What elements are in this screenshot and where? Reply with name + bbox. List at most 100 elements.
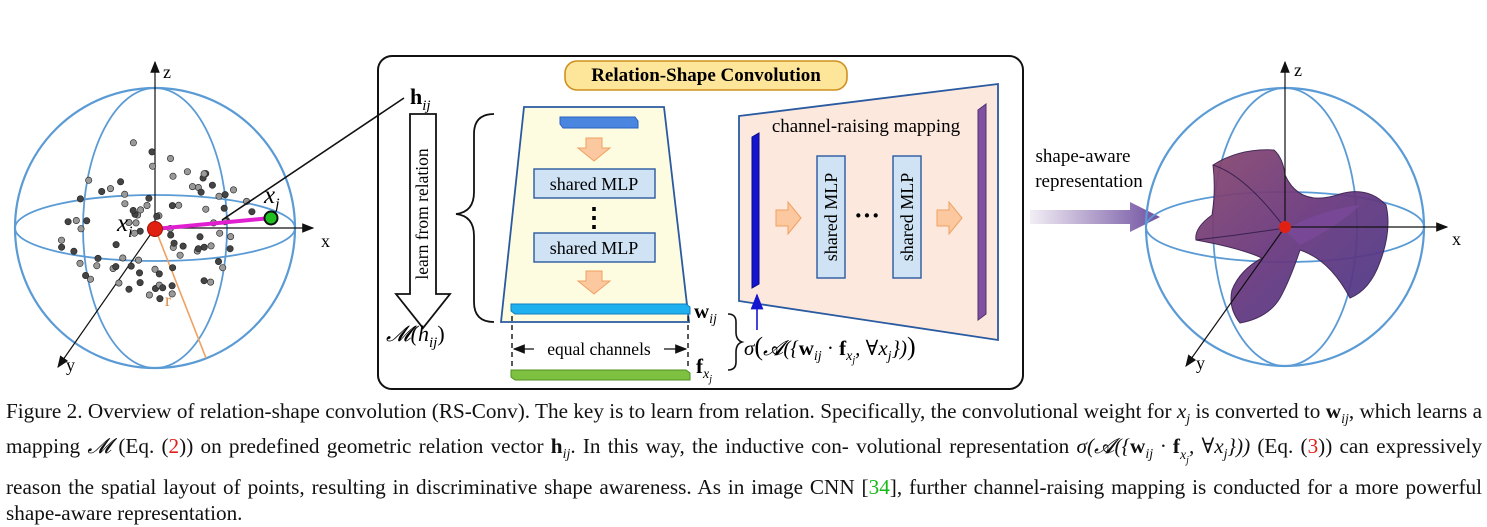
cloud-point [220,204,228,212]
x-axis-label: x [321,231,330,251]
caption-part-4b: ], further channel-raising mapping is co… [6,474,1483,525]
shared-mlp-box-1 [533,168,656,199]
caption-citation[interactable]: 34 [868,474,890,499]
cloud-point [137,206,145,214]
neighbor-edge [154,216,272,231]
cloud-point [175,201,183,209]
shape-aware-arrow [1030,202,1160,232]
shape-surface [1195,149,1389,324]
cloud-point [226,245,234,253]
cloud-point [87,275,95,283]
y-axis [57,227,156,368]
cloud-point [168,202,176,210]
cloud-point [200,170,208,178]
cloud-point [115,279,123,287]
mlp-trapezoid [499,106,691,323]
f-bar [510,369,691,381]
cloud-point [93,262,101,270]
rsconv-panel [377,55,1024,390]
figure-canvas: z x y r xi xj Relation-Shape Convolution… [13,55,1461,390]
cloud-point [132,219,140,227]
cloud-point [94,254,102,262]
cloud-point [98,188,106,196]
radius-line [154,227,207,359]
cloud-point [151,265,159,273]
right-arrow-2 [936,200,963,236]
cloud-point [76,195,84,203]
cloud-point [145,194,153,202]
learn-text: learn from relation [412,148,432,279]
cloud-point [230,186,238,194]
cloud-point [208,181,216,189]
y-axis-right-label: y [1196,353,1205,373]
caption-part-3c: )) can expressively reason the spatial l… [6,434,1483,499]
cloud-point [183,168,191,176]
cloud-point [127,262,135,270]
cloud-point [169,264,177,272]
center-point-label: xi [116,210,133,241]
cloud-point [197,188,205,196]
cloud-point [216,229,224,237]
cloud-point [119,254,127,262]
cloud-point [64,218,72,226]
shape-aware-line2: representation [1035,171,1143,192]
cloud-point [58,243,66,251]
cloud-point [121,200,129,208]
cloud-point [194,245,202,253]
w-bar [510,303,691,315]
cloud-point [207,278,215,286]
cloud-point [159,284,167,292]
caption-part-2c: (Eq. ( [118,434,169,459]
cloud-point [170,239,178,247]
caption-part-4a: shape awareness. As in image CNN [ [544,474,869,499]
cloud-point [155,270,163,278]
cloud-point [135,256,143,264]
cloud-point [107,185,115,193]
cloud-point [125,285,133,293]
z-axis-label: z [163,62,171,82]
cloud-point [156,295,164,303]
cloud-point [215,257,223,265]
cloud-point [125,219,133,227]
cloud-point [200,243,208,251]
caption-part-2d: )) on predefined geometric relation vect… [179,434,544,459]
shared-mlp-vtext-1: shared MLP [821,173,841,262]
down-arrow-1 [576,137,612,162]
figure-caption: Figure 2. Overview of relation-shape con… [6,398,1482,526]
cloud-point [77,225,85,233]
shared-mlp-box-2 [533,232,656,263]
right-arrow-1 [775,200,802,236]
mapping-label: 𝓜(hij) [386,321,445,351]
learn-arrow [394,113,452,330]
caption-wij: wij [1325,399,1349,428]
caption-eq-ref-3[interactable]: 3 [1307,434,1319,459]
top-feature-bar [559,116,639,129]
caption-eq-ref-2[interactable]: 2 [168,434,180,459]
y-axis-label: y [66,355,75,375]
x-axis-right-label: x [1452,229,1461,249]
caption-mapping: 𝓜 [87,434,112,459]
cloud-point [112,241,120,249]
h-label: hij [410,84,431,114]
input-feature-bar [751,132,760,289]
cloud-point [85,176,93,184]
cloud-point [117,178,125,186]
caption-line-1: Figure 2. Overview of relation-shape con… [6,399,1172,423]
z-axis-right-label: z [1294,60,1302,80]
cloud-point [169,172,177,180]
caption-formula: σ(𝓐({wij · fxj, ∀xj})) [1076,434,1251,466]
cloud-point [153,212,161,220]
cloud-point [219,264,227,272]
cloud-point [196,233,204,241]
right-brace [727,313,745,371]
rsconv-title-box [564,60,848,91]
shared-mlp-text-1: shared MLP [550,174,639,194]
caption-part-2b: , which learns a mapping [6,399,1482,459]
cloud-point [143,202,151,210]
cloud-point [248,208,256,216]
center-point-right [1279,221,1291,233]
cloud-point [145,291,153,299]
caption-part-3a: volutional representation [856,434,1070,459]
cloud-point [112,263,120,271]
channel-raising-label: channel-raising mapping [772,116,961,137]
